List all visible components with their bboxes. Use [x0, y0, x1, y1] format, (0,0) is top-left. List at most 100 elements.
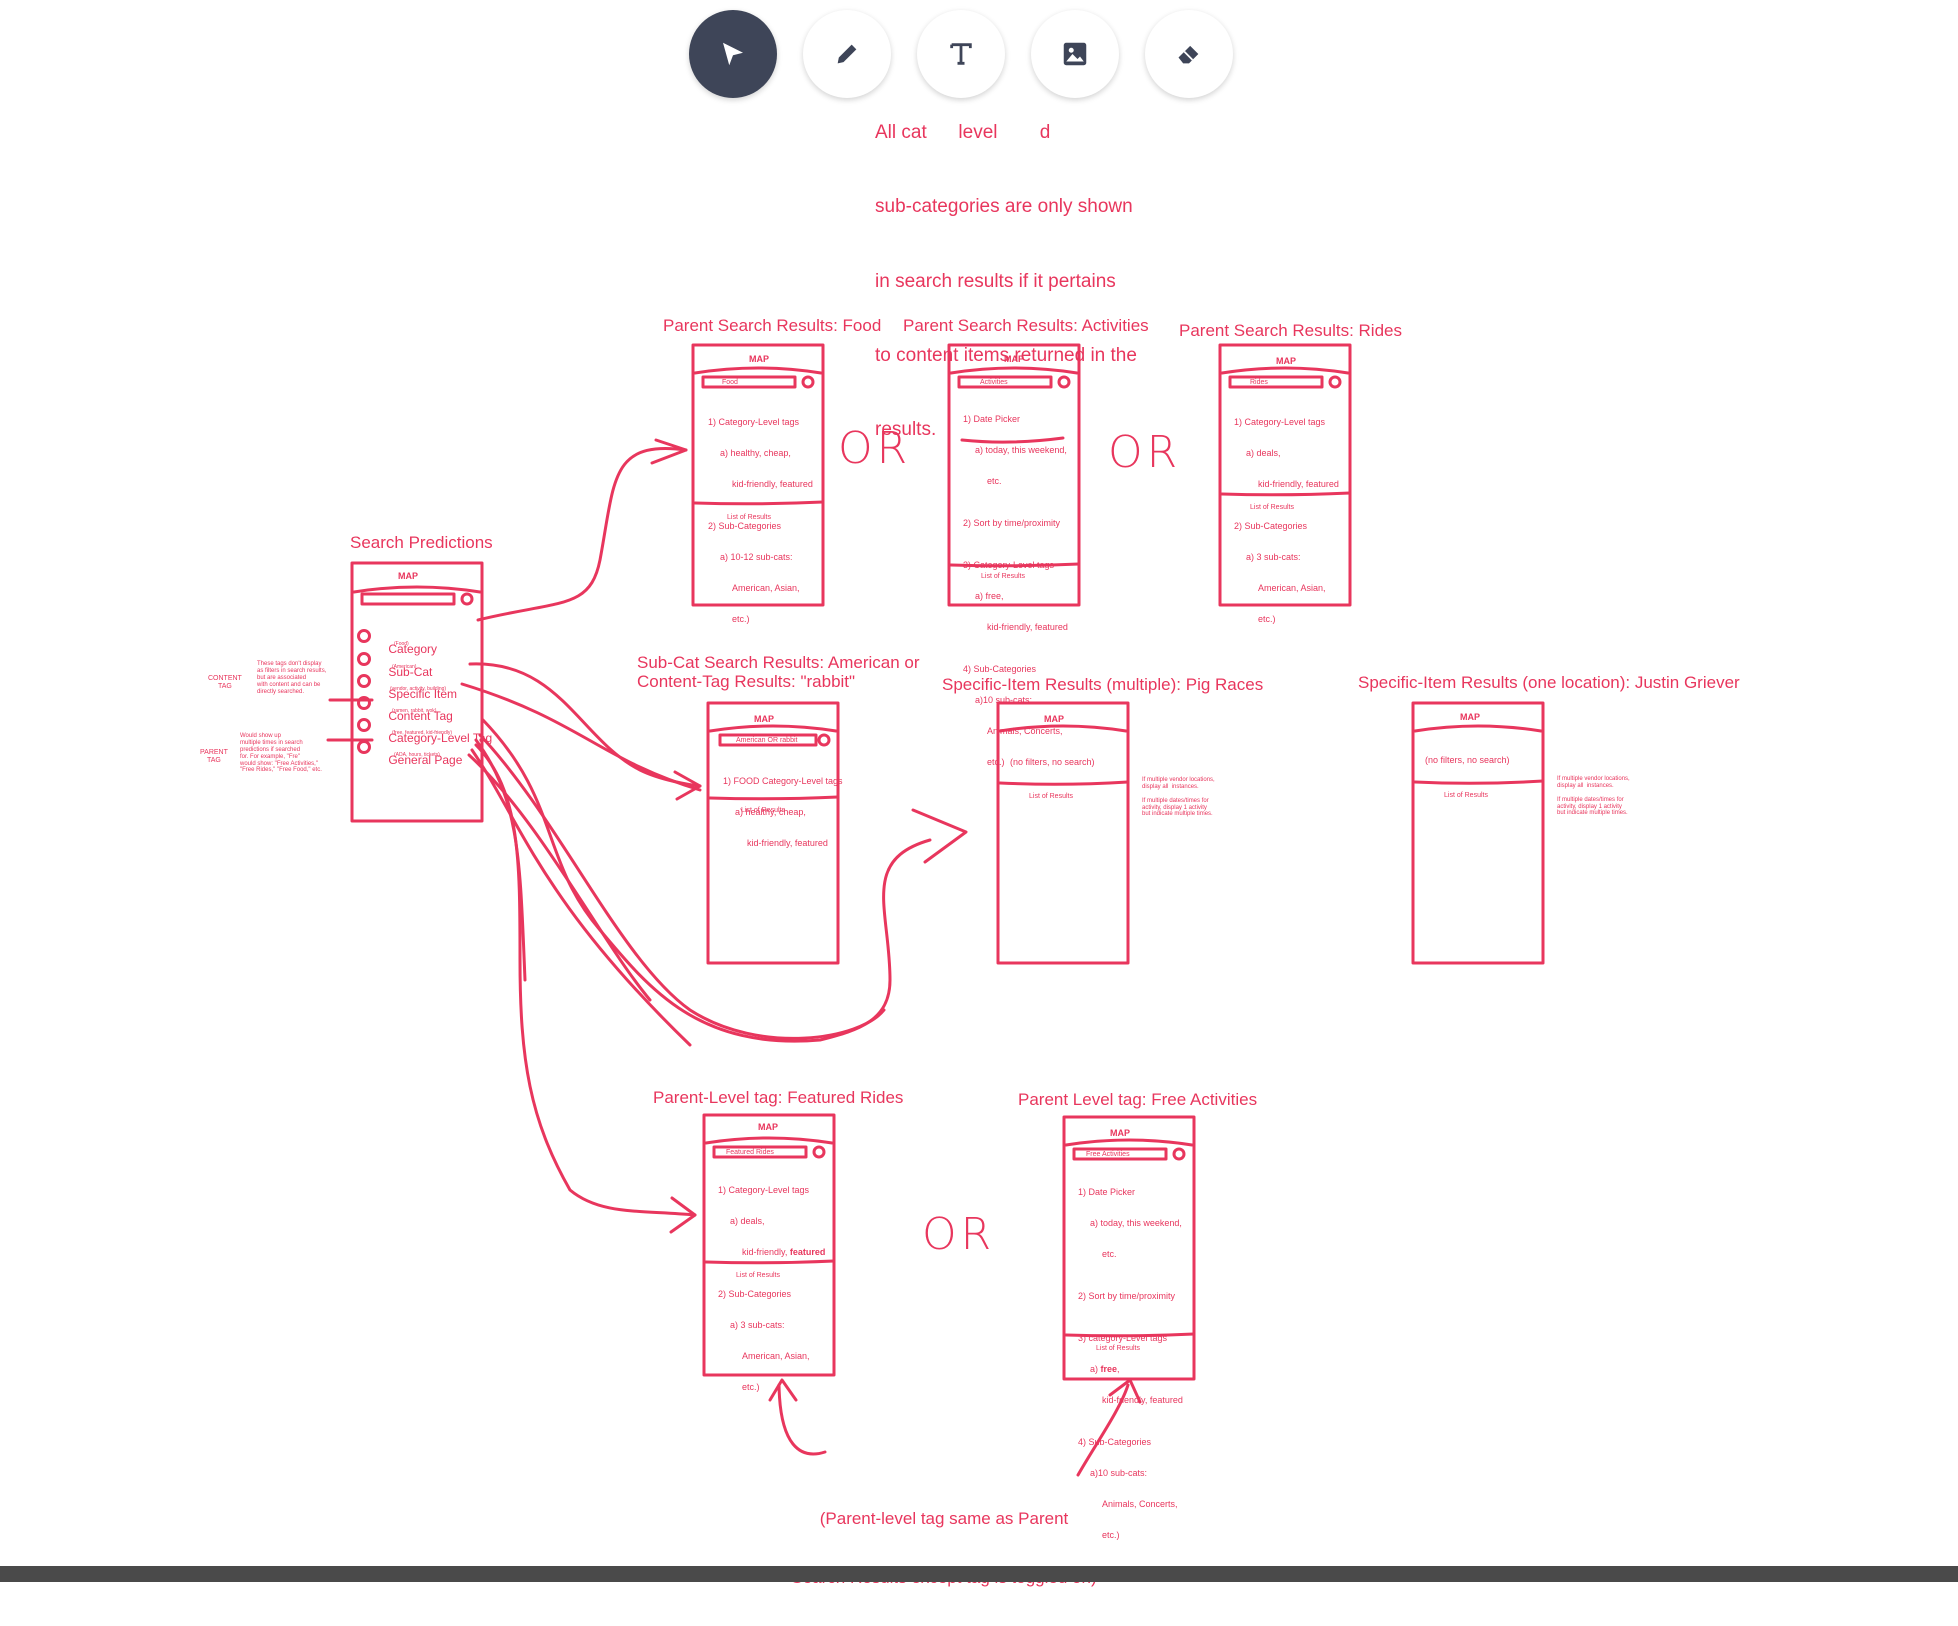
prediction-specific-item[interactable]: Specific Item	[375, 674, 457, 715]
rides-line: a) 3 sub-cats:	[1246, 551, 1301, 562]
text-icon	[950, 43, 972, 65]
search-value[interactable]: Featured Rides	[726, 1149, 774, 1156]
prediction-label: Specific Item	[388, 686, 458, 701]
bottom-note-line: (Parent-level tag same as Parent	[819, 1509, 1069, 1529]
free-heading: Parent Level tag: Free Activities	[1018, 1090, 1258, 1109]
activities-line: 4) Sub-Categories	[963, 663, 1037, 674]
pointer-arrow-icon	[723, 42, 743, 66]
list-of-results: List of Results	[727, 514, 771, 521]
no-filters-label: (no filters, no search)	[1425, 755, 1510, 765]
list-of-results: List of Results	[981, 573, 1025, 580]
select-tool-button[interactable]	[689, 10, 777, 98]
rides-frame	[1218, 343, 1352, 607]
prediction-category[interactable]: Category	[375, 629, 437, 670]
subcat-line: 1) FOOD Category-Level tags	[723, 775, 843, 786]
subcat-content: 1) FOOD Category-Level tags a) healthy, …	[723, 755, 843, 869]
food-line: a) healthy, cheap,	[720, 447, 791, 458]
prediction-sub: (ramen, rabbit, wok)	[392, 708, 437, 714]
rides-line: American, Asian,	[1258, 582, 1326, 593]
subcat-heading-2: Content-Tag Results: "rabbit"	[637, 672, 856, 691]
featured-content: 1) Category-Level tags a) deals, kid-fri…	[718, 1164, 825, 1413]
top-note-line: in search results if it pertains	[875, 270, 1116, 292]
activities-frame	[947, 343, 1081, 607]
featured-line: kid-friendly, featured	[718, 1247, 825, 1257]
food-line: 1) Category-Level tags	[708, 416, 800, 427]
list-of-results: List of Results	[1029, 793, 1073, 800]
free-line: kid-friendly, featured	[1102, 1394, 1183, 1405]
activities-line: a) free,	[975, 590, 1004, 601]
prediction-subcat[interactable]: Sub-Cat	[375, 652, 432, 693]
predictions-heading: Search Predictions	[350, 533, 493, 552]
top-note-line: sub-categories are only shown	[875, 196, 1133, 218]
search-value[interactable]: Activities	[980, 379, 1008, 386]
map-label: MAP	[1110, 1128, 1130, 1138]
free-line: Animals, Concerts,	[1102, 1498, 1178, 1509]
featured-line: a) deals,	[730, 1215, 765, 1226]
pig-frame	[996, 701, 1130, 965]
or-label: OR	[922, 1209, 996, 1260]
prediction-label: Content Tag	[388, 708, 453, 723]
subcat-line: kid-friendly, featured	[747, 837, 828, 848]
bottom-status-bar	[0, 1566, 1958, 1582]
free-content: 1) Date Picker a) today, this weekend, e…	[1078, 1166, 1183, 1561]
prediction-sub: (free, featured, kid-friendly)	[392, 730, 453, 736]
pen-tool-button[interactable]	[803, 10, 891, 98]
featured-line: American, Asian,	[742, 1350, 810, 1361]
activities-line: 2) Sort by time/proximity	[963, 517, 1061, 528]
free-line: etc.)	[1102, 1530, 1120, 1540]
map-label: MAP	[398, 571, 418, 581]
search-value[interactable]: Free Activities	[1086, 1151, 1130, 1158]
activities-line: 3) Category-Level tags	[963, 559, 1055, 570]
subcat-line: a) healthy, cheap,	[735, 806, 806, 817]
search-value[interactable]: Food	[722, 379, 738, 386]
search-value[interactable]: Rides	[1250, 379, 1268, 386]
parent-tag-label: PARENT TAG	[200, 749, 228, 765]
rides-line: 1) Category-Level tags	[1234, 416, 1326, 427]
free-text: a)	[1090, 1363, 1101, 1374]
food-line: American, Asian,	[732, 582, 800, 593]
rides-line: kid-friendly, featured	[1258, 478, 1339, 489]
food-line: a) 10-12 sub-cats:	[720, 551, 793, 562]
pig-heading: Specific-Item Results (multiple): Pig Ra…	[942, 675, 1264, 694]
map-label: MAP	[749, 354, 769, 364]
search-value[interactable]: American OR rabbit	[736, 737, 798, 744]
featured-line: 2) Sub-Categories	[718, 1288, 792, 1299]
prediction-label: Category	[388, 641, 438, 656]
featured-heading: Parent-Level tag: Featured Rides	[653, 1088, 904, 1107]
list-of-results: List of Results	[736, 1272, 780, 1279]
prediction-content-tag[interactable]: Content Tag	[375, 696, 453, 737]
free-line: a) today, this weekend,	[1090, 1217, 1182, 1228]
parent-tag-note: Would show up multiple times in search p…	[240, 733, 322, 774]
prediction-general-page[interactable]: General Page	[375, 740, 462, 781]
prediction-label: Sub-Cat	[388, 664, 433, 679]
activities-line: etc.)	[987, 757, 1005, 767]
featured-bold-text: featured	[789, 1246, 826, 1257]
free-line: 2) Sort by time/proximity	[1078, 1290, 1176, 1301]
map-label: MAP	[1276, 356, 1296, 366]
eraser-tool-button[interactable]	[1145, 10, 1233, 98]
rides-line: 2) Sub-Categories	[1234, 520, 1308, 531]
food-frame	[691, 343, 825, 607]
or-label: OR	[838, 423, 912, 474]
prediction-category-level-tag[interactable]: Category-Level Tag	[375, 718, 492, 759]
prediction-sub: (American)	[392, 664, 417, 670]
top-note: All cat level d sub-categories are only …	[875, 72, 1137, 492]
featured-line: a) 3 sub-cats:	[730, 1319, 785, 1330]
list-of-results: List of Results	[1250, 504, 1294, 511]
free-line: 4) Sub-Categories	[1078, 1436, 1152, 1447]
image-tool-button[interactable]	[1031, 10, 1119, 98]
whiteboard-canvas[interactable]: All cat level d sub-categories are only …	[0, 0, 1958, 1587]
bottom-note: (Parent-level tag same as Parent Search …	[784, 1470, 1104, 1626]
featured-text: kid-friendly,	[742, 1246, 790, 1257]
map-label: MAP	[1044, 714, 1064, 724]
food-line: kid-friendly, featured	[732, 478, 813, 489]
text-tool-button[interactable]	[917, 10, 1005, 98]
rides-heading: Parent Search Results: Rides	[1179, 321, 1402, 340]
free-line: 3) category-Level tags	[1078, 1332, 1168, 1343]
top-note-line: All cat level d	[875, 122, 1051, 144]
free-bold-text: free	[1100, 1363, 1118, 1374]
prediction-label: Category-Level Tag	[388, 730, 493, 745]
content-tag-note: These tags don't display as filters in s…	[257, 661, 327, 695]
activities-heading: Parent Search Results: Activities	[903, 316, 1149, 335]
top-note-line: to content items returned in the	[875, 344, 1137, 366]
